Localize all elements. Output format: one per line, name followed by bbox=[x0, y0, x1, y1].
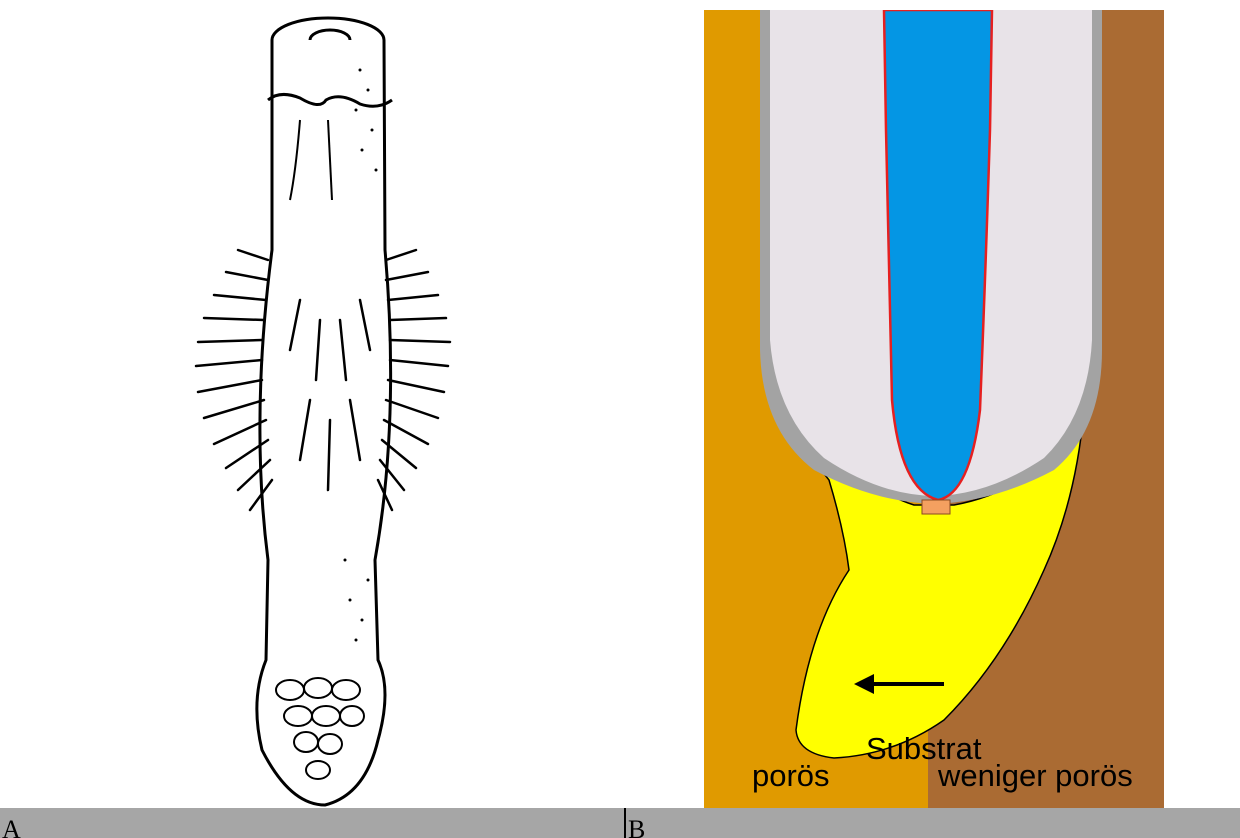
panel-b-caption: B bbox=[628, 808, 645, 838]
less-porous-label: weniger porös bbox=[938, 758, 1133, 794]
vascular-cylinder bbox=[884, 10, 992, 500]
panel-a-caption: A bbox=[2, 808, 21, 838]
caption-divider bbox=[624, 808, 626, 838]
caption-bar bbox=[0, 808, 1240, 838]
porous-label: porös bbox=[752, 758, 830, 794]
quiescent-center bbox=[922, 500, 950, 514]
root-tip-schematic bbox=[704, 10, 1164, 808]
root-drawing bbox=[0, 0, 620, 810]
